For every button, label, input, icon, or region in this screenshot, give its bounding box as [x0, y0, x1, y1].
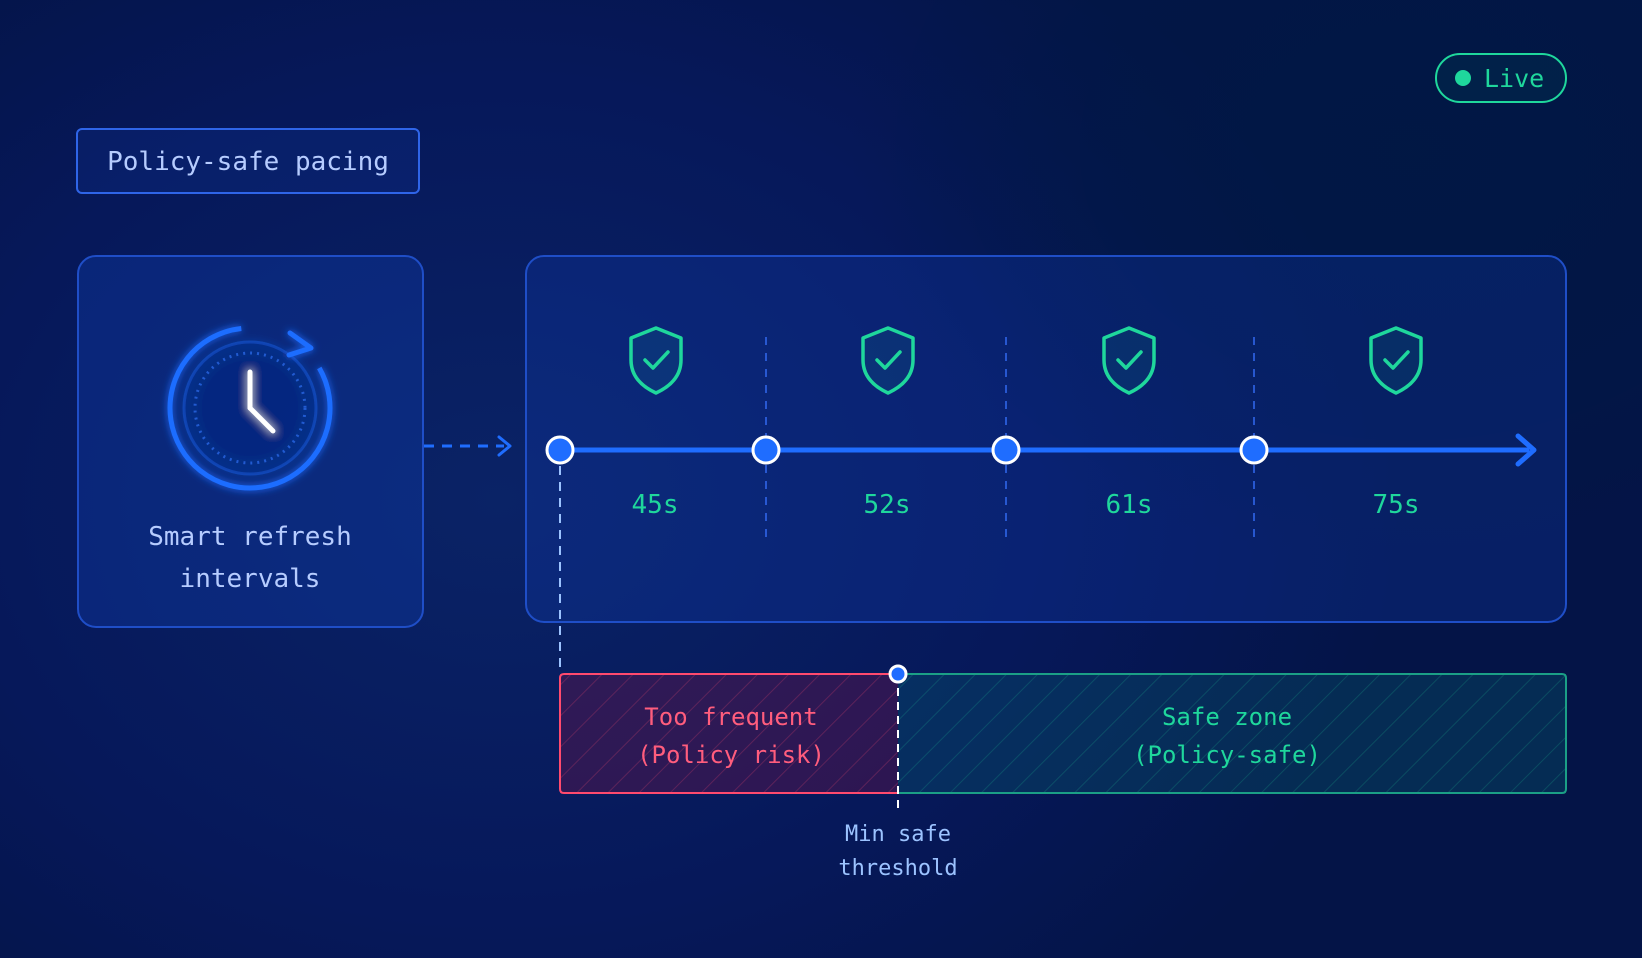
- interval-label: 75s: [1373, 490, 1420, 520]
- interval-segment: 45s: [629, 326, 683, 520]
- shield-check-icon: [629, 326, 683, 395]
- interval-label: 45s: [632, 490, 679, 520]
- interval-segment: 52s: [861, 326, 915, 520]
- section-label-text: Policy-safe pacing: [107, 147, 389, 177]
- interval-label: 52s: [864, 490, 911, 520]
- timeline-node: [991, 435, 1021, 465]
- timeline-arrowhead: [1515, 433, 1537, 467]
- shield-check-icon: [861, 326, 915, 395]
- interval-segment: 75s: [1369, 326, 1423, 520]
- shield-check-icon: [1369, 326, 1423, 395]
- source-card-title-line2: intervals: [180, 564, 321, 594]
- threshold-label-line1: Min safe: [845, 822, 951, 847]
- safe-zone: Safe zone (Policy-safe): [898, 673, 1567, 794]
- source-card-title-line1: Smart refresh: [148, 522, 352, 552]
- connector-arrow: [424, 435, 512, 457]
- live-badge-label: Live: [1484, 64, 1544, 93]
- timeline-node: [1239, 435, 1269, 465]
- interval-segment: 61s: [1102, 326, 1156, 520]
- timeline-axis: [557, 433, 1537, 467]
- threshold-label-line2: threshold: [838, 856, 957, 881]
- safe-zone-label-line2: (Policy-safe): [1133, 741, 1321, 769]
- risk-zone: Too frequent (Policy risk): [559, 673, 898, 794]
- live-status-dot: [1455, 70, 1471, 86]
- shield-check-icon: [1102, 326, 1156, 395]
- timeline-node: [751, 435, 781, 465]
- threshold-marker: Min safe threshold: [838, 664, 958, 881]
- timeline-node: [545, 435, 575, 465]
- timeline-panel: [525, 255, 1567, 623]
- interval-label: 61s: [1106, 490, 1153, 520]
- section-label: Policy-safe pacing: [76, 128, 420, 194]
- source-card: Smart refresh intervals: [77, 255, 424, 628]
- risk-zone-label-line2: (Policy risk): [637, 741, 825, 769]
- threshold-point: [888, 664, 908, 684]
- timeline-nodes: [545, 435, 1269, 465]
- live-badge: Live: [1435, 53, 1567, 103]
- risk-zone-label-line1: Too frequent: [644, 703, 817, 731]
- safe-zone-label-line1: Safe zone: [1162, 703, 1292, 731]
- clock-refresh-icon: [167, 325, 333, 491]
